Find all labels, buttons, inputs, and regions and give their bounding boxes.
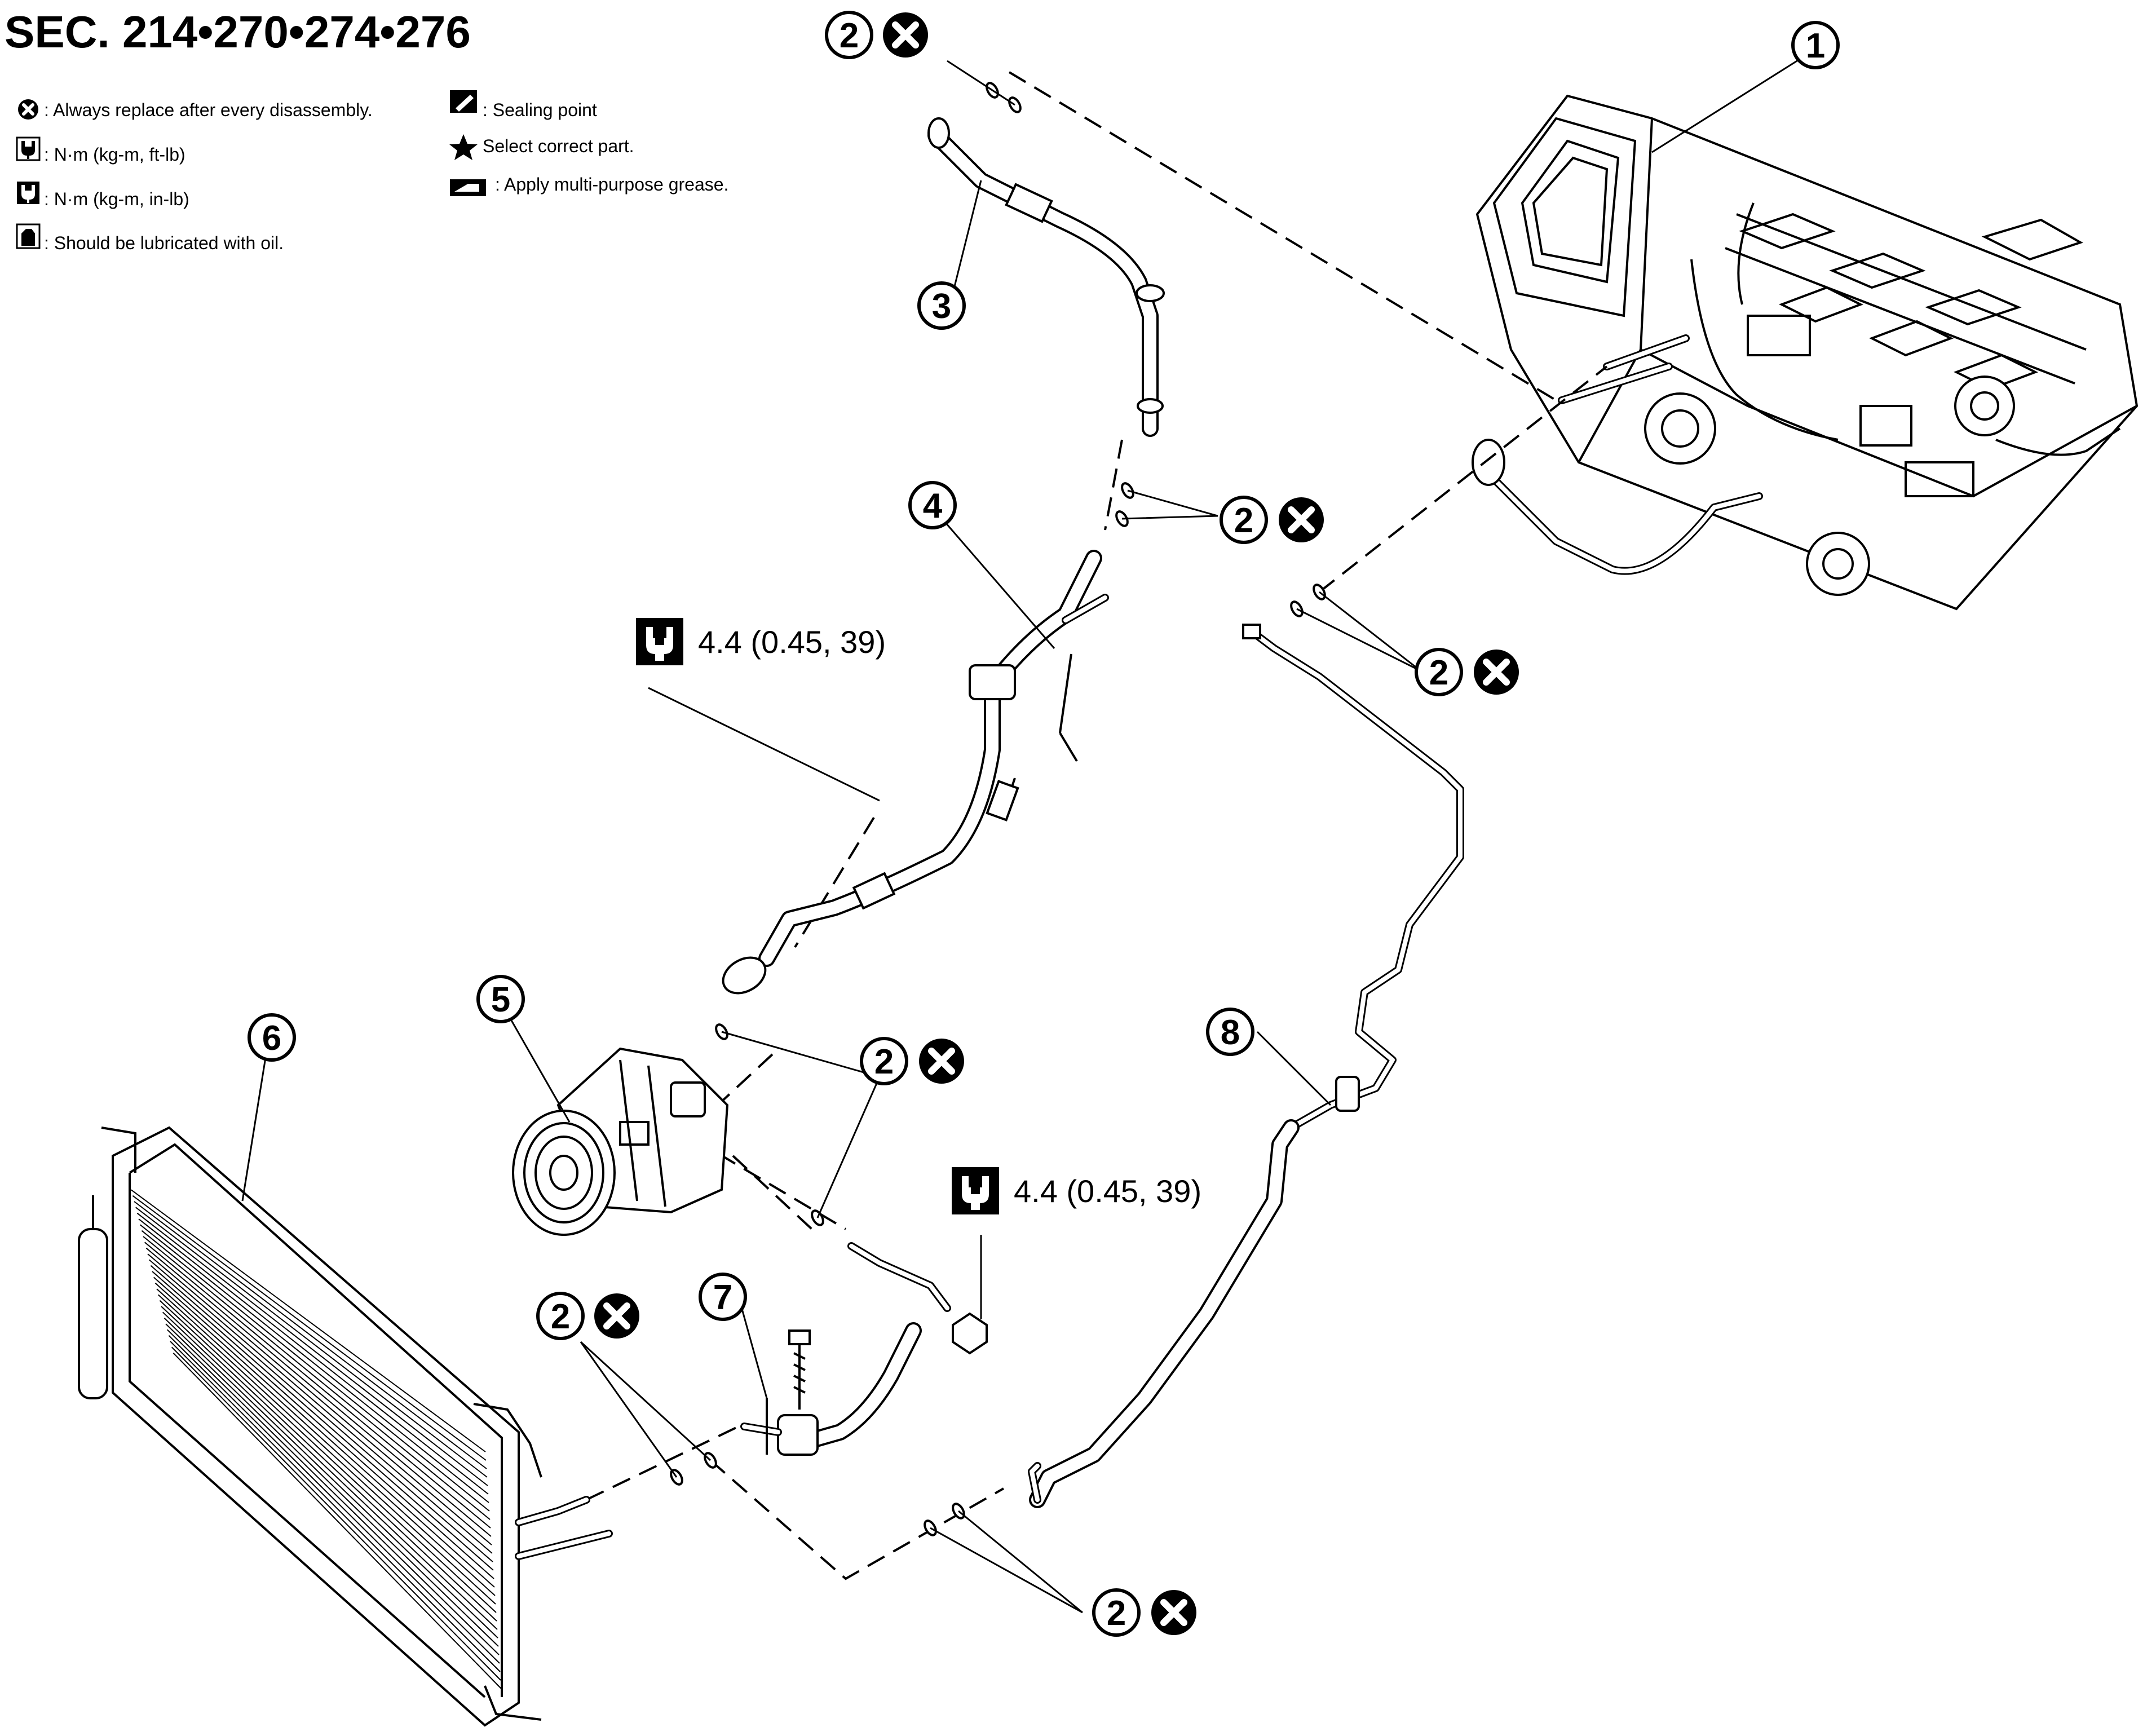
condenser-fin-line	[162, 1311, 498, 1630]
condenser-fin-line	[152, 1271, 494, 1571]
torque-wrench-icon	[952, 1167, 999, 1214]
callout-part-7: 7	[700, 1274, 745, 1319]
condenser-fin-line	[140, 1224, 489, 1503]
legend-torque-ft: : N·m (kg-m, ft-lb)	[44, 144, 185, 165]
svg-text:1: 1	[1806, 26, 1825, 65]
callout-part-8: 8	[1208, 1009, 1253, 1054]
legend: : Always replace after every disassembly…	[16, 90, 728, 253]
grease-icon	[450, 179, 486, 196]
svg-text:6: 6	[262, 1019, 281, 1058]
torque-wrench-icon	[17, 182, 39, 204]
svg-text:2: 2	[840, 16, 859, 55]
callout-part-2-compressor: 2	[861, 1039, 964, 1084]
replace-x-icon	[1474, 650, 1519, 695]
svg-text:5: 5	[491, 980, 510, 1019]
condenser-fin-line	[138, 1218, 489, 1495]
section-title: SEC. 214•270•274•276	[5, 7, 471, 57]
condenser-fin-line	[166, 1329, 500, 1655]
callout-part-4: 4	[910, 483, 955, 528]
condenser-fin-line	[135, 1207, 488, 1478]
condenser-fin-line	[161, 1306, 497, 1622]
condenser-fin-line	[136, 1212, 488, 1486]
condenser-fin-line	[131, 1189, 486, 1452]
legend-oil: : Should be lubricated with oil.	[44, 233, 284, 253]
replace-x-icon	[18, 99, 38, 120]
condenser-fin-line	[157, 1294, 496, 1605]
condenser-fin-line	[141, 1230, 490, 1512]
oil-can-icon	[16, 223, 41, 249]
sealing-point-icon	[450, 90, 477, 113]
svg-text:2: 2	[874, 1043, 894, 1081]
replace-x-icon	[594, 1293, 639, 1339]
torque-value-upper: 4.4 (0.45, 39)	[698, 624, 886, 660]
condenser-fin-line	[132, 1195, 487, 1461]
svg-text:8: 8	[1221, 1013, 1240, 1052]
condenser-fin-line	[147, 1253, 492, 1545]
legend-replace: : Always replace after every disassembly…	[44, 100, 373, 120]
condenser	[78, 1126, 613, 1727]
star-icon	[449, 134, 478, 160]
torque-value-lower: 4.4 (0.45, 39)	[1014, 1173, 1201, 1209]
callout-part-2-mid-upper: 2	[1221, 497, 1324, 542]
condenser-fin-line	[150, 1265, 493, 1562]
connection-lines	[586, 71, 1608, 1580]
callout-part-2-bottom: 2	[1094, 1590, 1196, 1635]
legend-sealing: : Sealing point	[483, 100, 597, 120]
legend-select: Select correct part.	[483, 136, 634, 156]
legend-grease: : Apply multi-purpose grease.	[495, 174, 728, 195]
condenser-fin-line	[149, 1259, 493, 1554]
callout-part-5: 5	[478, 977, 523, 1022]
condenser-fin-line	[143, 1236, 491, 1520]
svg-text:2: 2	[1429, 653, 1448, 692]
callout-part-2-top: 2	[827, 12, 928, 58]
condenser-fin-line	[171, 1346, 501, 1681]
svg-text:3: 3	[932, 287, 951, 326]
condenser-fin-line	[144, 1242, 491, 1529]
replace-x-icon	[1151, 1590, 1196, 1635]
condenser-fin-line	[173, 1352, 502, 1689]
callout-part-3: 3	[919, 283, 964, 328]
condenser-fin-line	[165, 1323, 499, 1647]
condenser-fins	[131, 1189, 502, 1689]
drain-hose	[1472, 439, 1763, 575]
legend-torque-in: : N·m (kg-m, in-lb)	[44, 189, 189, 209]
condenser-fin-line	[134, 1201, 487, 1469]
callout-part-2-right: 2	[1416, 650, 1519, 695]
replace-x-icon	[1279, 497, 1324, 542]
condenser-fin-line	[154, 1282, 495, 1588]
low-pressure-pipe	[722, 550, 1109, 995]
compressor	[512, 1047, 729, 1236]
low-pressure-hose	[927, 117, 1165, 437]
svg-text:7: 7	[713, 1278, 732, 1317]
svg-text:4: 4	[923, 487, 943, 525]
torque-spec-upper: 4.4 (0.45, 39)	[636, 618, 886, 665]
callout-part-6: 6	[249, 1015, 294, 1060]
torque-wrench-icon	[16, 136, 41, 161]
heater-cooling-unit	[1475, 94, 2139, 611]
condenser-fin-line	[156, 1288, 496, 1596]
condenser-fin-line	[145, 1247, 492, 1537]
replace-x-icon	[883, 12, 928, 58]
svg-text:2: 2	[1107, 1594, 1126, 1633]
torque-spec-lower: 4.4 (0.45, 39)	[952, 1167, 1201, 1214]
high-pressure-pipe	[1028, 624, 1464, 1508]
condenser-fin-line	[153, 1276, 494, 1579]
torque-wrench-icon	[636, 618, 683, 665]
svg-text:2: 2	[551, 1297, 570, 1336]
replace-x-icon	[919, 1039, 964, 1084]
condenser-fin-line	[164, 1317, 498, 1638]
svg-text:2: 2	[1234, 501, 1253, 540]
condenser-fin-line	[170, 1341, 501, 1672]
high-pressure-hose	[740, 1242, 988, 1456]
condenser-fin-line	[159, 1300, 497, 1613]
callout-part-1: 1	[1793, 23, 1838, 68]
condenser-fin-line	[168, 1335, 500, 1664]
callout-part-2-condenser: 2	[538, 1293, 639, 1339]
